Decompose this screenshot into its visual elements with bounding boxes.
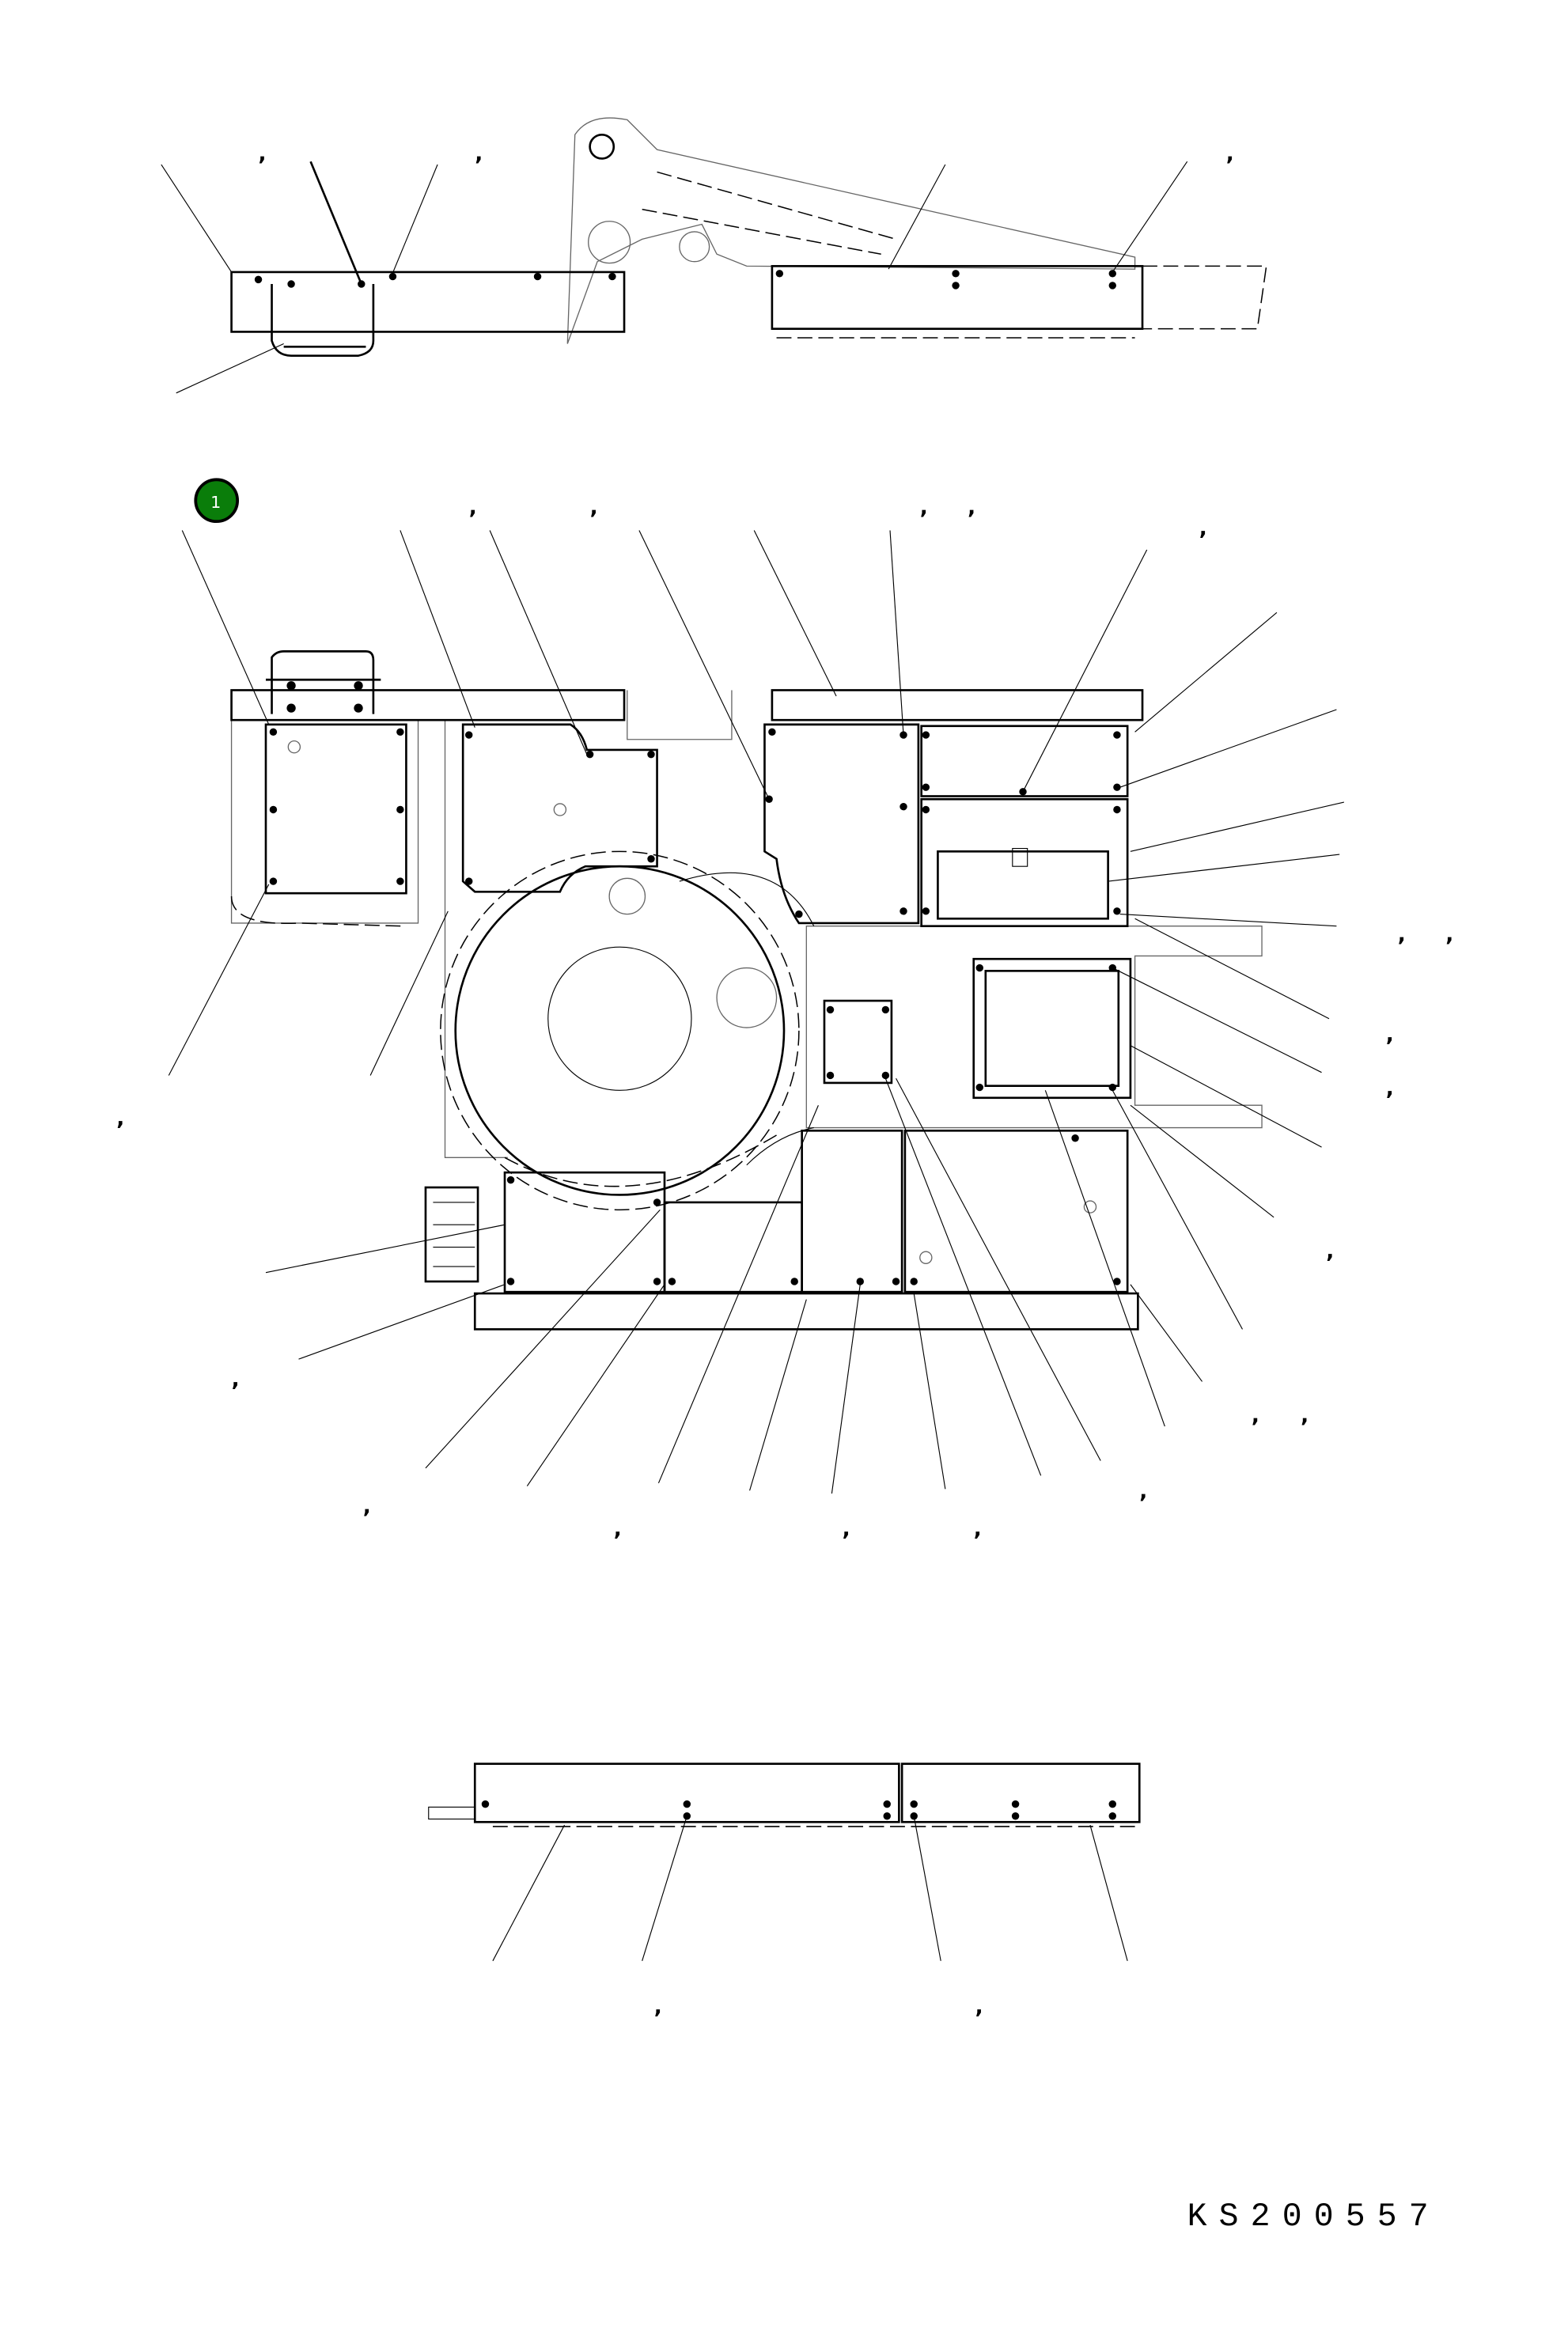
callout-separator: , bbox=[232, 1367, 240, 1391]
callout-separator: , bbox=[1398, 922, 1406, 947]
callout-separator: , bbox=[1326, 1239, 1334, 1263]
callout-separator: , bbox=[975, 1994, 983, 2019]
plan-view: 1 bbox=[116, 478, 1453, 1541]
callout-separator: , bbox=[1301, 1403, 1309, 1427]
item-badge-1[interactable]: 1 bbox=[194, 478, 240, 524]
badge-circle bbox=[194, 478, 240, 524]
drawing-code: KS200557 bbox=[1187, 2198, 1441, 2236]
callout-separator: , bbox=[475, 141, 483, 165]
callout-separator: , bbox=[1252, 1403, 1259, 1427]
callout-separator: , bbox=[1199, 516, 1207, 540]
callout-separator: , bbox=[259, 141, 267, 165]
callout-separator: , bbox=[654, 1994, 662, 2019]
callout-separator: , bbox=[116, 1106, 124, 1130]
callout-separator: , bbox=[843, 1516, 850, 1541]
top-side-view: , , , bbox=[161, 117, 1267, 394]
callout-separator: , bbox=[590, 495, 598, 520]
callout-separator: , bbox=[1386, 1022, 1394, 1047]
bottom-side-view: , , bbox=[428, 1762, 1141, 2019]
callout-separator: , bbox=[968, 495, 975, 520]
callout-separator: , bbox=[469, 495, 477, 520]
callout-separator: , bbox=[1386, 1076, 1394, 1100]
callout-separator: , bbox=[1139, 1479, 1147, 1504]
callout-separator: , bbox=[363, 1494, 371, 1519]
callout-separator: , bbox=[974, 1516, 982, 1541]
callout-separator: , bbox=[614, 1516, 622, 1541]
callout-separator: , bbox=[1445, 922, 1453, 947]
badge-label: 1 bbox=[210, 493, 221, 512]
callout-separator: , bbox=[1226, 141, 1234, 165]
callout-separator: , bbox=[920, 495, 928, 520]
